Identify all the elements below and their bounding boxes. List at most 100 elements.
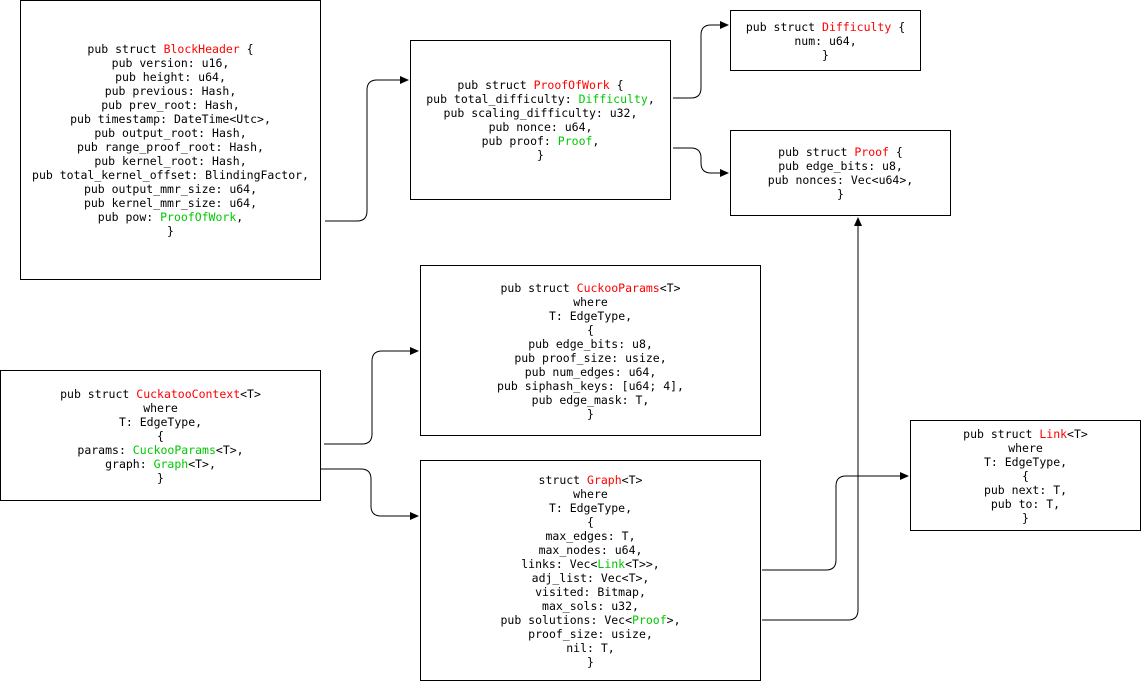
code-line: pub version: u16,: [32, 56, 309, 70]
proof-of-work-box[interactable]: pub struct ProofOfWork {pub total_diffic…: [410, 40, 671, 200]
code-text: }: [1022, 510, 1029, 525]
code-text: }: [537, 148, 544, 162]
code-text: pub edge_bits: u8,: [778, 159, 903, 173]
code-line: pub nonce: u64,: [426, 120, 655, 134]
type-reference: Proof: [632, 612, 667, 627]
code-text: pub solutions: Vec<: [500, 612, 633, 627]
difficulty-box[interactable]: pub struct Difficulty {num: u64,}: [730, 10, 921, 71]
code-line: pub solutions: Vec<Proof>,: [500, 613, 680, 627]
code-text: pub previous: Hash,: [104, 84, 237, 98]
code-text: num: u64,: [794, 33, 857, 48]
code-text: pub struct: [963, 426, 1040, 441]
struct-name: Proof: [854, 145, 889, 159]
code-text: pub output_root: Hash,: [94, 126, 247, 140]
code-line: pub total_difficulty: Difficulty,: [426, 92, 655, 106]
code-line: T: EdgeType,: [60, 415, 261, 429]
code-text: pub range_proof_root: Hash,: [77, 140, 264, 154]
code-line: pub scaling_difficulty: u32,: [426, 106, 655, 120]
code-text: pub struct: [778, 145, 855, 159]
code-text: where: [143, 400, 178, 415]
code-text: where: [1008, 440, 1043, 455]
type-reference: Graph: [153, 456, 189, 471]
block-header-code: pub struct BlockHeader {pub version: u16…: [32, 42, 309, 238]
code-line: pub height: u64,: [32, 70, 309, 84]
code-text: pub total_difficulty:: [426, 92, 579, 106]
code-text: }: [587, 406, 594, 421]
code-text: pub struct: [457, 78, 534, 92]
code-text: {: [1022, 468, 1029, 483]
code-line: }: [500, 655, 680, 669]
code-line: {: [60, 429, 261, 443]
code-text: pub version: u16,: [111, 56, 230, 70]
code-text: pub total_kernel_offset: BlindingFactor,: [32, 168, 309, 182]
code-text: {: [587, 514, 594, 529]
code-text: ,: [647, 92, 655, 106]
code-text: pub struct: [60, 386, 137, 401]
code-line: pub pow: ProofOfWork,: [32, 210, 309, 224]
code-text: T: EdgeType,: [548, 308, 633, 323]
code-text: max_edges: T,: [545, 528, 636, 543]
code-line: pub struct Link<T>: [963, 427, 1088, 441]
code-text: graph:: [105, 456, 154, 471]
code-line: pub to: T,: [963, 497, 1088, 511]
code-line: pub total_kernel_offset: BlindingFactor,: [32, 168, 309, 182]
code-text: <T>,: [215, 442, 244, 457]
code-text: ,: [236, 210, 244, 224]
code-text: <T>,: [188, 456, 216, 471]
code-line: graph: Graph<T>,: [60, 457, 261, 471]
code-line: pub kernel_mmr_size: u64,: [32, 196, 309, 210]
code-text: max_sols: u32,: [542, 598, 639, 613]
code-text: pub next: T,: [983, 482, 1068, 497]
code-text: pub num_edges: u64,: [524, 364, 657, 379]
code-line: {: [500, 515, 680, 529]
code-line: pub range_proof_root: Hash,: [32, 140, 309, 154]
code-line: max_sols: u32,: [500, 599, 680, 613]
code-line: where: [963, 441, 1088, 455]
code-line: }: [497, 407, 684, 421]
code-text: pub kernel_mmr_size: u64,: [83, 196, 258, 210]
type-reference: ProofOfWork: [160, 210, 237, 224]
code-text: pub timestamp: DateTime<Utc>,: [70, 112, 271, 126]
code-line: pub struct ProofOfWork {: [426, 78, 655, 92]
code-line: proof_size: usize,: [500, 627, 680, 641]
code-text: pub kernel_root: Hash,: [94, 154, 247, 168]
code-text: pub edge_mask: T,: [531, 392, 650, 407]
code-text: visited: Bitmap,: [535, 584, 646, 599]
code-line: pub timestamp: DateTime<Utc>,: [32, 112, 309, 126]
code-text: <T>: [240, 386, 261, 401]
code-line: params: CuckooParams<T>,: [60, 443, 261, 457]
code-text: pub proof_size: usize,: [514, 350, 667, 365]
type-reference: Proof: [557, 134, 593, 148]
code-text: {: [891, 19, 906, 34]
code-text: <T>: [621, 472, 643, 487]
edge-proof-of-work-to-difficulty: [673, 21, 729, 99]
code-text: pub to: T,: [990, 496, 1061, 511]
code-text: <T>: [1067, 426, 1088, 441]
proof-box[interactable]: pub struct Proof {pub edge_bits: u8,pub …: [730, 130, 951, 216]
edge-cuckatoo-context-to-cuckoo-params: [324, 347, 419, 445]
code-line: pub struct Proof {: [768, 145, 913, 159]
code-line: nil: T,: [500, 641, 680, 655]
code-line: }: [60, 471, 261, 485]
code-line: }: [32, 224, 309, 238]
code-line: pub next: T,: [963, 483, 1088, 497]
code-line: where: [60, 401, 261, 415]
code-text: params:: [77, 442, 133, 457]
code-text: }: [157, 470, 164, 485]
code-line: }: [963, 511, 1088, 525]
code-line: links: Vec<Link<T>>,: [500, 557, 680, 571]
code-line: pub num_edges: u64,: [497, 365, 684, 379]
code-text: pub pow:: [97, 210, 161, 224]
struct-name: Graph: [587, 472, 622, 487]
code-line: pub edge_bits: u8,: [497, 337, 684, 351]
struct-name: Difficulty: [822, 19, 892, 34]
block-header-box[interactable]: pub struct BlockHeader {pub version: u16…: [20, 0, 321, 280]
code-line: pub struct CuckooParams<T>: [497, 281, 684, 295]
code-text: {: [888, 145, 903, 159]
